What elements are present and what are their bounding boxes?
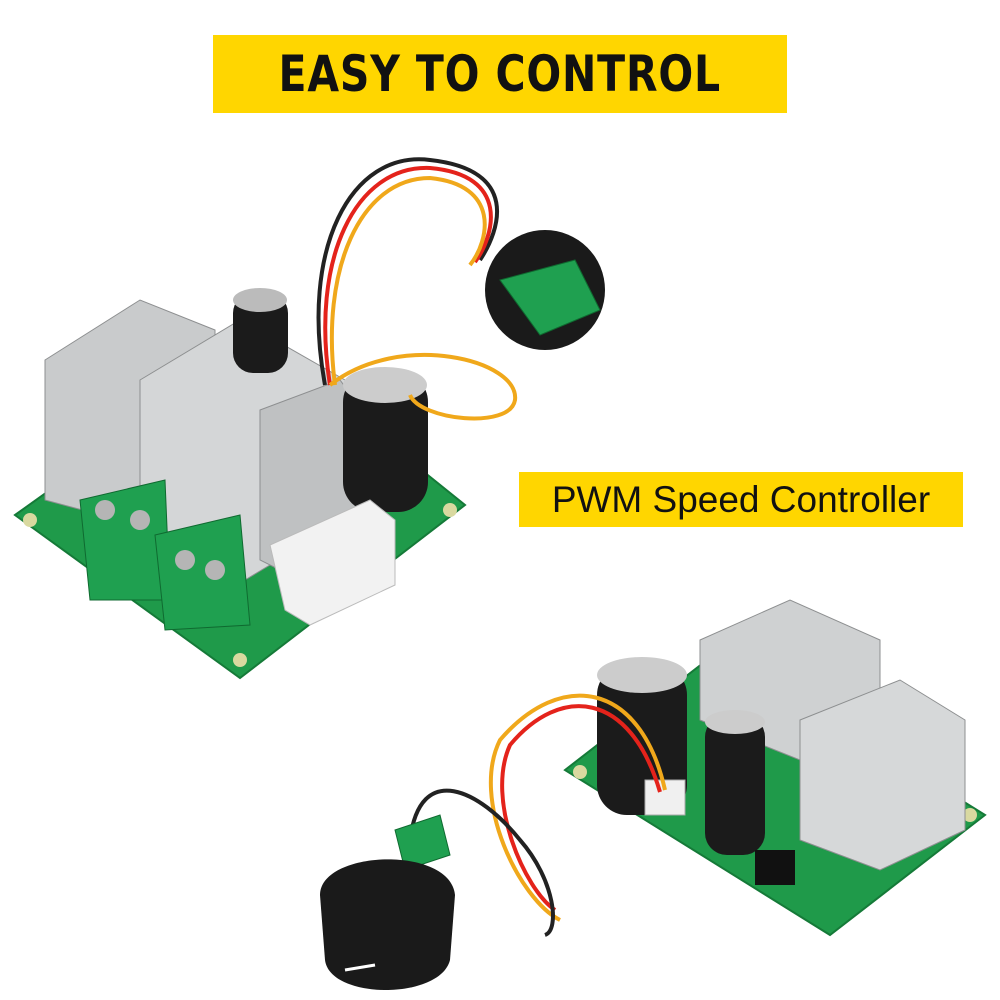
controller-board-front — [13, 157, 605, 680]
controller-board-back — [320, 599, 987, 990]
headline-text: EASY TO CONTROL — [278, 45, 722, 103]
headline-banner: EASY TO CONTROL — [213, 35, 787, 113]
product-label-banner: PWM Speed Controller — [519, 472, 963, 527]
product-label-text: PWM Speed Controller — [551, 478, 931, 520]
